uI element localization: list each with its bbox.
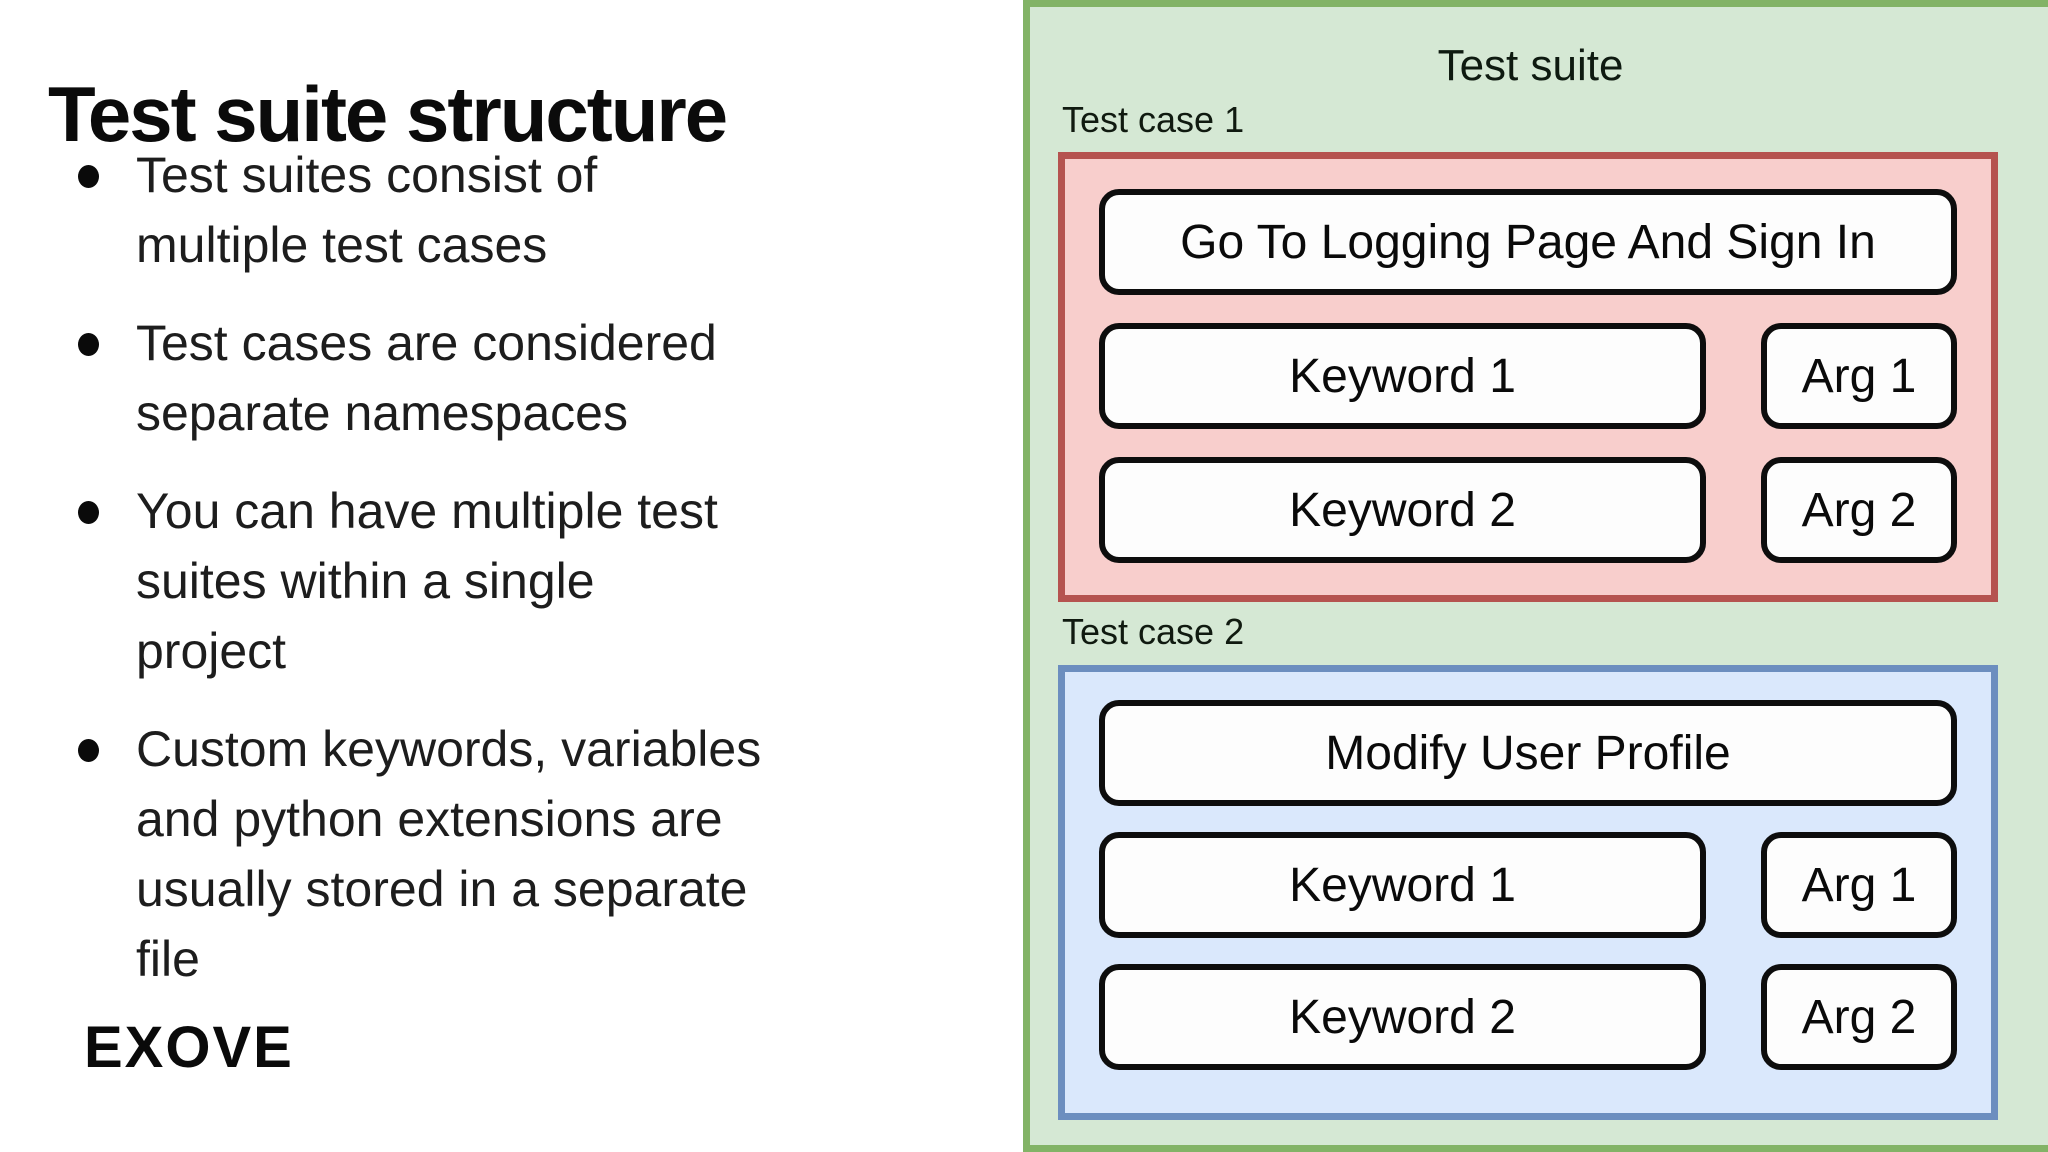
keyword-box: Keyword 2 [1099, 457, 1706, 563]
test-case-2-label: Test case 2 [1062, 611, 1245, 652]
bullet-line: Custom keywords, variables [136, 721, 762, 777]
keyword-row: Keyword 2 Arg 2 [1099, 964, 1957, 1070]
keyword-row: Keyword 2 Arg 2 [1099, 457, 1957, 563]
bullet-line: multiple test cases [136, 217, 548, 273]
exove-logo: EXOVE [84, 1015, 294, 1080]
bullet-line: You can have multiple test [136, 483, 718, 539]
keyword-box: Keyword 1 [1099, 832, 1706, 938]
bullet-list: Test suites consist of multiple test cas… [78, 140, 918, 1022]
keyword-box: Keyword 2 [1099, 964, 1706, 1070]
keyword-box: Keyword 1 [1099, 323, 1706, 429]
bullet-line: file [136, 931, 200, 987]
bullet-line: separate namespaces [136, 385, 628, 441]
bullet-item: Test suites consist of multiple test cas… [78, 140, 918, 280]
arg-box: Arg 2 [1761, 964, 1957, 1070]
test-suite-label: Test suite [1437, 41, 1624, 90]
bullet-line: usually stored in a separate [136, 861, 748, 917]
bullet-line: and python extensions are [136, 791, 723, 847]
bullet-item: Custom keywords, variables and python ex… [78, 714, 918, 994]
bullet-item: Test cases are considered separate names… [78, 308, 918, 448]
bullet-dot-icon [78, 165, 99, 188]
bullet-dot-icon [78, 501, 99, 524]
bullet-line: project [136, 623, 287, 679]
bullet-line: suites within a single [136, 553, 595, 609]
arg-box: Arg 2 [1761, 457, 1957, 563]
bullet-item: You can have multiple test suites within… [78, 476, 918, 686]
step-box: Modify User Profile [1099, 700, 1957, 806]
bullet-line: Test suites consist of [136, 147, 598, 203]
bullet-line: Test cases are considered [136, 315, 717, 371]
step-box: Go To Logging Page And Sign In [1099, 189, 1957, 295]
test-case-1-box: Go To Logging Page And Sign In Keyword 1… [1058, 152, 1998, 602]
bullet-dot-icon [78, 739, 99, 762]
arg-box: Arg 1 [1761, 832, 1957, 938]
arg-box: Arg 1 [1761, 323, 1957, 429]
keyword-row: Keyword 1 Arg 1 [1099, 323, 1957, 429]
keyword-row: Keyword 1 Arg 1 [1099, 832, 1957, 938]
page-title: Test suite structure [48, 70, 728, 159]
test-case-2-box: Modify User Profile Keyword 1 Arg 1 Keyw… [1058, 665, 1998, 1120]
bullet-dot-icon [78, 333, 99, 356]
test-case-1-label: Test case 1 [1062, 99, 1245, 140]
